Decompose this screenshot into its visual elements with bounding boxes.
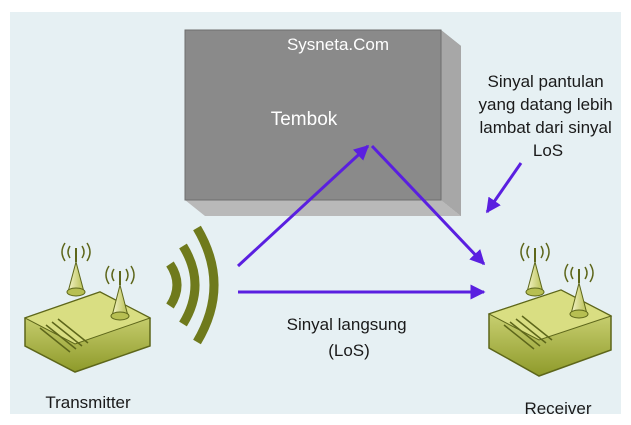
los-label-line-2: (LoS) — [328, 341, 370, 360]
transmitter-icon — [23, 242, 152, 373]
reflected-label-line-3: lambat dari sinyal — [479, 118, 611, 137]
wall-block — [184, 29, 461, 216]
watermark: Sysneta.Com — [287, 35, 389, 54]
reflected-label-line-2: yang datang lebih — [479, 95, 613, 114]
radio-waves-icon — [166, 225, 219, 345]
annotation-pointer-arrow — [485, 162, 523, 214]
wall-label: Tembok — [271, 109, 338, 130]
reflected-label-line-1: Sinyal pantulan — [488, 72, 604, 91]
receiver-label: Receiver — [524, 399, 591, 418]
reflected-path-incoming-arrow — [236, 144, 370, 268]
los-label-line-1: Sinyal langsung — [287, 315, 407, 334]
reflected-path-outgoing-arrow — [370, 144, 486, 266]
receiver-icon — [487, 242, 613, 377]
reflected-signal-annotation: Sinyal pantulan yang datang lebih lambat… — [479, 72, 618, 160]
los-annotation: Sinyal langsung (LoS) — [287, 315, 412, 360]
reflected-label-line-4: LoS — [533, 141, 563, 160]
transmitter-label: Transmitter — [45, 393, 131, 412]
